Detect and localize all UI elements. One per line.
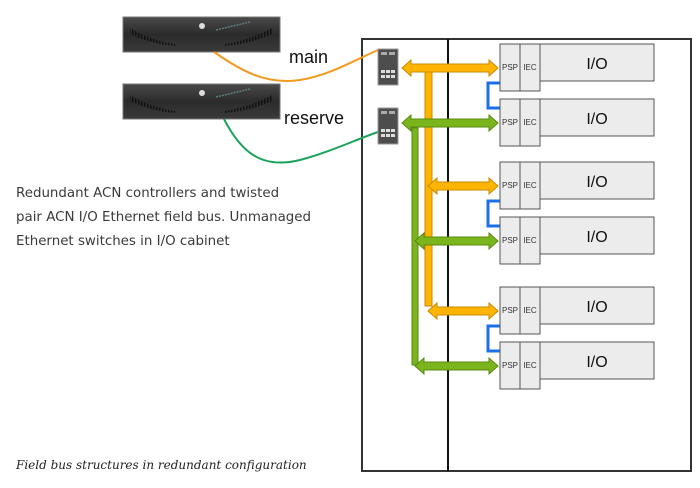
io-module: PSP IEC I/O: [499, 43, 655, 92]
redundancy-link: [486, 324, 500, 353]
io-module: PSP IEC I/O: [499, 286, 655, 335]
io-block: [539, 286, 655, 325]
io-label: I/O: [586, 354, 607, 371]
psp-label: PSP: [502, 361, 518, 370]
iec-label: IEC: [523, 236, 537, 245]
io-block: [539, 98, 655, 137]
bus-arrow-main: [427, 301, 499, 321]
controller-main: [122, 16, 281, 53]
io-label: I/O: [586, 174, 607, 191]
controller-link-main: [213, 49, 379, 82]
bus-arrow-reserve: [414, 231, 499, 251]
controller-link-reserve: [223, 118, 379, 164]
figure-caption: Field bus structures in redundant config…: [16, 458, 307, 472]
io-label: I/O: [586, 56, 607, 73]
bus-arrow-reserve: [414, 356, 499, 376]
description-line: Ethernet switches in I/O cabinet: [16, 234, 230, 249]
io-block: [539, 161, 655, 200]
bus-arrow-reserve: [401, 113, 499, 133]
psp-label: PSP: [502, 118, 518, 127]
bus-arrow-main: [427, 176, 499, 196]
io-label: I/O: [586, 299, 607, 316]
iec-label: IEC: [523, 63, 537, 72]
io-module: PSP IEC I/O: [499, 216, 655, 265]
controller-label-reserve: reserve: [284, 108, 345, 128]
redundancy-link: [486, 199, 500, 228]
io-label: I/O: [586, 111, 607, 128]
io-module: PSP IEC I/O: [499, 98, 655, 147]
bus-arrow-main: [401, 58, 499, 78]
redundancy-link: [486, 81, 500, 110]
diagram-description: Redundant ACN controllers and twisted pa…: [16, 182, 346, 254]
iec-label: IEC: [523, 181, 537, 190]
reserve-bus-trunk: [411, 127, 419, 366]
controller-label-main: main: [289, 47, 329, 67]
description-line: pair ACN I/O Ethernet field bus. Unmanag…: [16, 210, 312, 225]
io-label: I/O: [586, 229, 607, 246]
io-block: [539, 43, 655, 82]
psp-label: PSP: [502, 63, 518, 72]
psp-label: PSP: [502, 236, 518, 245]
iec-label: IEC: [523, 361, 537, 370]
ethernet-switch-main: [377, 48, 399, 86]
description-line: Redundant ACN controllers and twisted: [16, 186, 280, 201]
iec-label: IEC: [523, 306, 537, 315]
psp-label: PSP: [502, 306, 518, 315]
psp-label: PSP: [502, 181, 518, 190]
io-block: [539, 216, 655, 255]
io-module: PSP IEC I/O: [499, 161, 655, 210]
io-block: [539, 341, 655, 380]
io-module: PSP IEC I/O: [499, 341, 655, 390]
iec-label: IEC: [523, 118, 537, 127]
ethernet-switch-reserve: [377, 107, 399, 145]
controller-reserve: [122, 83, 281, 120]
